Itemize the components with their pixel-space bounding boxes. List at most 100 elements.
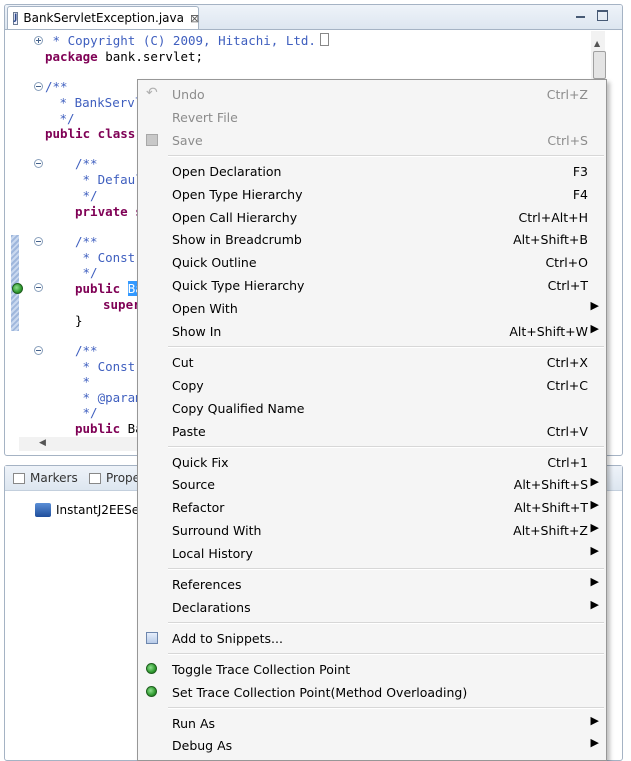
menu-item-shortcut: Alt+Shift+W <box>509 324 588 339</box>
menu-item-label: Show in Breadcrumb <box>172 232 302 248</box>
menu-item-declarations[interactable]: Declarations▶ <box>138 596 606 619</box>
menu-item-label: Open Type Hierarchy <box>172 186 303 202</box>
server-icon <box>35 503 51 517</box>
menu-item-local-history[interactable]: Local History▶ <box>138 542 606 565</box>
horizontal-scrollbar[interactable]: ◀ <box>19 437 149 451</box>
tab-markers[interactable]: Markers <box>13 471 78 485</box>
fold-collapse-icon[interactable] <box>34 237 43 246</box>
menu-item-label: Surround With <box>172 523 262 539</box>
tab-label: BankServletException.java <box>23 11 184 25</box>
menu-item-label: Revert File <box>172 109 238 125</box>
menu-item-shortcut: Alt+Shift+Z <box>513 523 588 539</box>
menu-item-shortcut: Ctrl+Z <box>546 87 588 102</box>
code-line: * Constr <box>75 359 143 374</box>
menu-item-quick-type-hierarchy[interactable]: Quick Type Hierarchy Ctrl+T <box>138 274 606 297</box>
menu-separator <box>168 652 604 655</box>
menu-item-add-to-snippets[interactable]: Add to Snippets... <box>138 627 606 650</box>
close-icon[interactable]: ⊠ <box>189 11 200 25</box>
code-line: /** <box>45 79 68 94</box>
menu-item-label: References <box>172 577 242 592</box>
menu-item-run-as[interactable]: Run As▶ <box>138 712 606 735</box>
menu-item-open-with[interactable]: Open With▶ <box>138 297 606 320</box>
code-keyword: public <box>75 421 121 436</box>
code-text: * Copyright (C) 2009, Hitachi, Ltd. <box>45 33 316 48</box>
fold-expand-icon[interactable] <box>34 36 43 45</box>
menu-item-surround-with[interactable]: Surround With Alt+Shift+Z▶ <box>138 519 606 542</box>
menu-item-paste[interactable]: Paste Ctrl+V <box>138 420 606 443</box>
menu-separator <box>168 445 604 448</box>
server-list-item[interactable]: InstantJ2EEServ <box>35 503 151 517</box>
submenu-arrow-icon: ▶ <box>590 597 599 611</box>
menu-separator <box>168 568 604 570</box>
code-text: bank.servlet; <box>97 49 204 64</box>
code-line: * Defaul <box>75 172 143 187</box>
menu-item-shortcut: Ctrl+V <box>546 423 588 439</box>
scroll-up-icon[interactable]: ▲ <box>594 39 601 48</box>
maximize-icon[interactable] <box>597 10 608 21</box>
tab-label: Prope <box>106 471 141 485</box>
menu-item-shortcut: F4 <box>572 186 588 202</box>
submenu-arrow-icon: ▶ <box>590 521 599 535</box>
tab-properties[interactable]: Prope <box>89 471 140 485</box>
menu-item-shortcut: Ctrl+1 <box>547 454 588 470</box>
menu-item-references[interactable]: References ▶ <box>138 573 606 596</box>
server-label: InstantJ2EEServ <box>56 503 152 517</box>
menu-item-set-trace-collection-point-method-overloading[interactable]: Set Trace Collection Point(Method Overlo… <box>138 681 606 704</box>
markers-icon <box>13 472 25 484</box>
menu-item-label: Paste <box>172 423 206 439</box>
minimize-icon[interactable] <box>575 10 586 21</box>
submenu-arrow-icon: ▶ <box>590 713 599 727</box>
menu-item-label: Debug As <box>172 738 233 754</box>
code-line: super <box>103 297 141 312</box>
code-line: public class <box>45 126 136 141</box>
menu-item-toggle-trace-collection-point[interactable]: Toggle Trace Collection Point <box>138 658 606 681</box>
menu-item-label: Refactor <box>172 500 225 516</box>
menu-item-label: Toggle Trace Collection Point <box>172 661 351 677</box>
code-keyword: public <box>75 281 121 296</box>
snippets-icon <box>146 631 158 644</box>
tab-bankservletexception[interactable]: J BankServletException.java ⊠ <box>7 6 199 29</box>
fold-collapse-icon[interactable] <box>34 82 43 91</box>
menu-item-label: Open Call Hierarchy <box>172 209 298 225</box>
menu-item-label: Undo <box>172 87 205 102</box>
menu-item-revert-file[interactable]: Revert File <box>138 106 606 129</box>
trace-point-icon <box>146 662 157 674</box>
menu-separator <box>168 154 604 157</box>
menu-item-shortcut: Ctrl+X <box>546 354 588 370</box>
menu-item-label: Copy <box>172 377 204 393</box>
submenu-arrow-icon: ▶ <box>590 575 599 588</box>
folded-comment-icon[interactable] <box>319 33 329 46</box>
fold-collapse-icon[interactable] <box>34 283 43 292</box>
menu-item-open-type-hierarchy[interactable]: Open Type Hierarchy F4 <box>138 183 606 206</box>
submenu-arrow-icon: ▶ <box>590 322 599 335</box>
scrollbar-thumb[interactable] <box>593 51 606 79</box>
submenu-arrow-icon: ▶ <box>590 475 599 489</box>
menu-item-shortcut: Alt+Shift+S <box>513 477 588 493</box>
tab-label: Markers <box>30 471 78 485</box>
menu-item-shortcut: Ctrl+T <box>547 278 588 294</box>
code-line: */ <box>75 188 98 203</box>
code-line: public Ba <box>75 281 143 296</box>
menu-item-label: Quick Type Hierarchy <box>172 278 305 294</box>
code-line: /** <box>75 234 98 249</box>
trace-point-marker-icon[interactable] <box>12 283 23 294</box>
menu-item-copy-qualified-name[interactable]: Copy Qualified Name <box>138 397 606 420</box>
menu-item-shortcut: Ctrl+O <box>545 255 588 271</box>
fold-collapse-icon[interactable] <box>34 159 43 168</box>
menu-item-label: Open Declaration <box>172 163 282 179</box>
scroll-left-icon[interactable]: ◀ <box>39 438 46 448</box>
fold-collapse-icon[interactable] <box>34 346 43 355</box>
menu-item-debug-as[interactable]: Debug As▶ <box>138 734 606 757</box>
